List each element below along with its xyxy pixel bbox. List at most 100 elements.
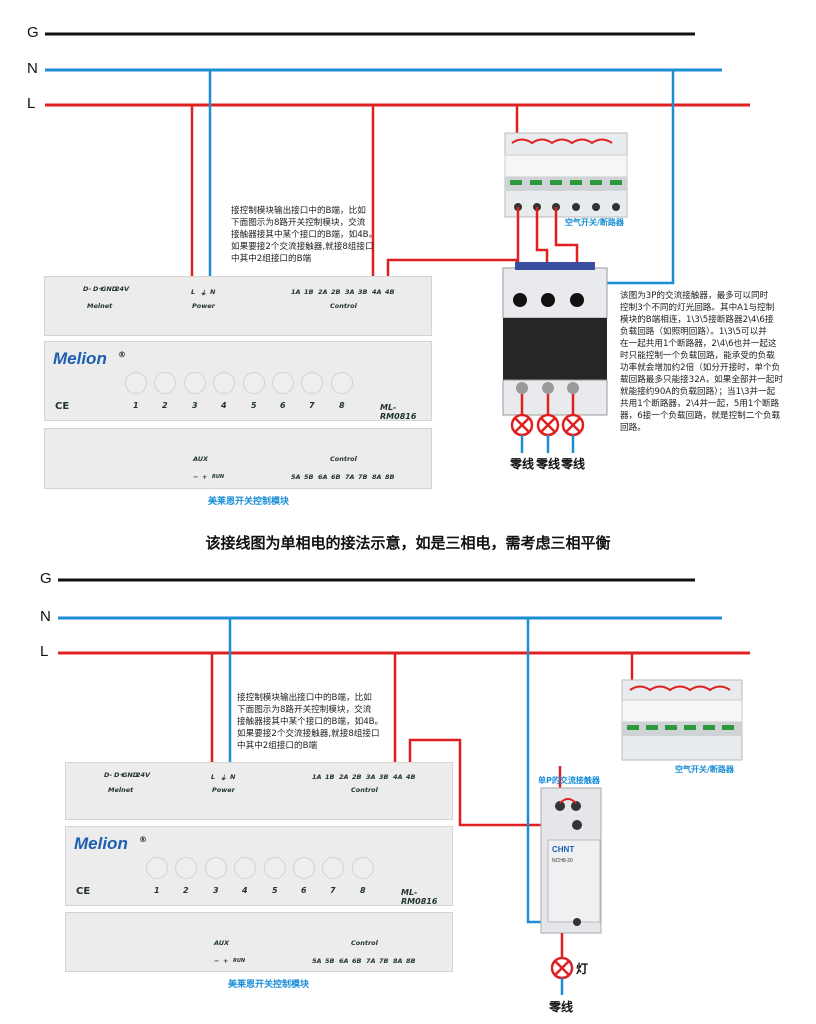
term-1a: 1A [291, 288, 301, 296]
module-bottom-panel: AUX − + RUN Control 5A 5B 6A 6B 7A 7B 8A… [44, 428, 432, 489]
channel-number: 2 [162, 401, 168, 410]
aux-plus: + [223, 957, 229, 965]
breaker-label-2: 空气开关/断路器 [675, 765, 734, 774]
aux-plus: + [202, 473, 208, 481]
registered-mark: ® [139, 835, 147, 844]
model-number: ML-RM0816 [380, 403, 417, 421]
channel-button-8[interactable] [331, 372, 353, 394]
term-1b: 1B [304, 288, 314, 296]
contactor-3p [502, 262, 608, 416]
module-bottom-panel: AUX − + RUN Control 5A 5B 6A 6B 7A 7B 8A… [65, 912, 453, 972]
channel-button-2[interactable] [175, 857, 197, 879]
term-d-minus: D- [83, 285, 92, 293]
neutral-label-2: 零线 [536, 457, 561, 471]
bus-label-n: N [27, 60, 38, 77]
term-7a: 7A [366, 957, 376, 965]
module-front-panel: Melion ® CE 1 2 3 4 5 6 7 8 ML-RM0816 [65, 826, 453, 906]
channel-number: 6 [280, 401, 286, 410]
bus-label-l-2: L [40, 643, 49, 660]
channel-number: 3 [192, 401, 198, 410]
ce-mark: CE [55, 401, 70, 412]
melnet-label: Melnet [108, 786, 134, 794]
term-n: N [210, 288, 216, 296]
neutral-label-1: 零线 [510, 457, 535, 471]
term-4b: 4B [406, 773, 416, 781]
channel-button-1[interactable] [125, 372, 147, 394]
contactor-model: NCH8-20 [552, 858, 573, 864]
module-front-panel: Melion ® CE 1 2 3 4 5 6 7 8 ML-RM0816 [44, 341, 432, 421]
ground-icon: ⏚ [200, 289, 207, 297]
channel-button-4[interactable] [234, 857, 256, 879]
channel-button-1[interactable] [146, 857, 168, 879]
term-l: L [191, 288, 196, 296]
channel-button-3[interactable] [184, 372, 206, 394]
melion-logo: Melion [53, 349, 107, 368]
term-l: L [211, 773, 216, 781]
channel-number: 7 [330, 886, 336, 895]
channel-button-7[interactable] [322, 857, 344, 879]
control-label-bottom: Control [330, 455, 357, 463]
control-label-bottom: Control [351, 939, 378, 947]
term-2a: 2A [318, 288, 328, 296]
power-label: Power [212, 786, 235, 794]
breaker-1 [504, 132, 628, 218]
control-label: Control [330, 302, 357, 310]
channel-button-6[interactable] [272, 372, 294, 394]
term-7a: 7A [345, 473, 355, 481]
term-6a: 6A [339, 957, 349, 965]
channel-button-8[interactable] [352, 857, 374, 879]
module-label-2: 美莱恩开关控制模块 [228, 980, 310, 990]
channel-button-5[interactable] [264, 857, 286, 879]
breaker-label-1: 空气开关/断路器 [565, 218, 624, 227]
channel-button-7[interactable] [301, 372, 323, 394]
page-heading: 该接线图为单相电的接法示意，如是三相电，需考虑三相平衡 [205, 534, 611, 552]
channel-button-4[interactable] [213, 372, 235, 394]
ground-icon: ⏚ [220, 774, 227, 782]
term-n: N [230, 773, 236, 781]
neutral-wire-to-a2 [598, 70, 675, 285]
term-4a: 4A [393, 773, 403, 781]
lamp-group-1 [510, 394, 585, 453]
term-5b: 5B [325, 957, 335, 965]
contactor-brand: CHNT [552, 845, 574, 854]
aux-minus: − [214, 957, 220, 965]
term-8b: 8B [406, 957, 416, 965]
channel-number: 4 [242, 886, 248, 895]
term-24v: 24V [136, 771, 151, 779]
term-d-minus: D- [104, 771, 113, 779]
ce-mark: CE [76, 886, 91, 897]
bus-label-n-2: N [40, 608, 51, 625]
control-wire-4b-to-a1-2 [408, 738, 577, 827]
channel-number: 6 [301, 886, 307, 895]
term-6b: 6B [331, 473, 341, 481]
channel-number: 4 [221, 401, 227, 410]
term-3b: 3B [358, 288, 368, 296]
term-1a: 1A [312, 773, 322, 781]
term-8a: 8A [372, 473, 382, 481]
melion-logo: Melion [74, 834, 128, 853]
term-24v: 24V [115, 285, 130, 293]
melnet-label: Melnet [87, 302, 113, 310]
module-top-panel: D- D+ GND 24V Melnet L ⏚ N Power 1A 1B 2… [44, 276, 432, 336]
channel-button-6[interactable] [293, 857, 315, 879]
term-8b: 8B [385, 473, 395, 481]
term-6b: 6B [352, 957, 362, 965]
channel-button-2[interactable] [154, 372, 176, 394]
term-7b: 7B [379, 957, 389, 965]
channel-button-5[interactable] [243, 372, 265, 394]
aux-label: AUX [214, 939, 230, 947]
term-5b: 5B [304, 473, 314, 481]
channel-number: 8 [360, 886, 366, 895]
channel-button-3[interactable] [205, 857, 227, 879]
term-5a: 5A [291, 473, 301, 481]
bus-label-g-2: G [40, 570, 52, 587]
run-label: RUN [212, 474, 225, 480]
channel-number: 5 [272, 886, 278, 895]
aux-label: AUX [193, 455, 209, 463]
term-2b: 2B [331, 288, 341, 296]
run-label: RUN [233, 958, 246, 964]
model-number: ML-RM0816 [401, 888, 438, 906]
term-6a: 6A [318, 473, 328, 481]
contactor-label: 单P的交流接触器 [538, 776, 600, 785]
note-right-1: 该图为3P的交流接触器，最多可以同时 控制3个不同的灯光回路。其中A1与控制 模… [620, 291, 783, 433]
